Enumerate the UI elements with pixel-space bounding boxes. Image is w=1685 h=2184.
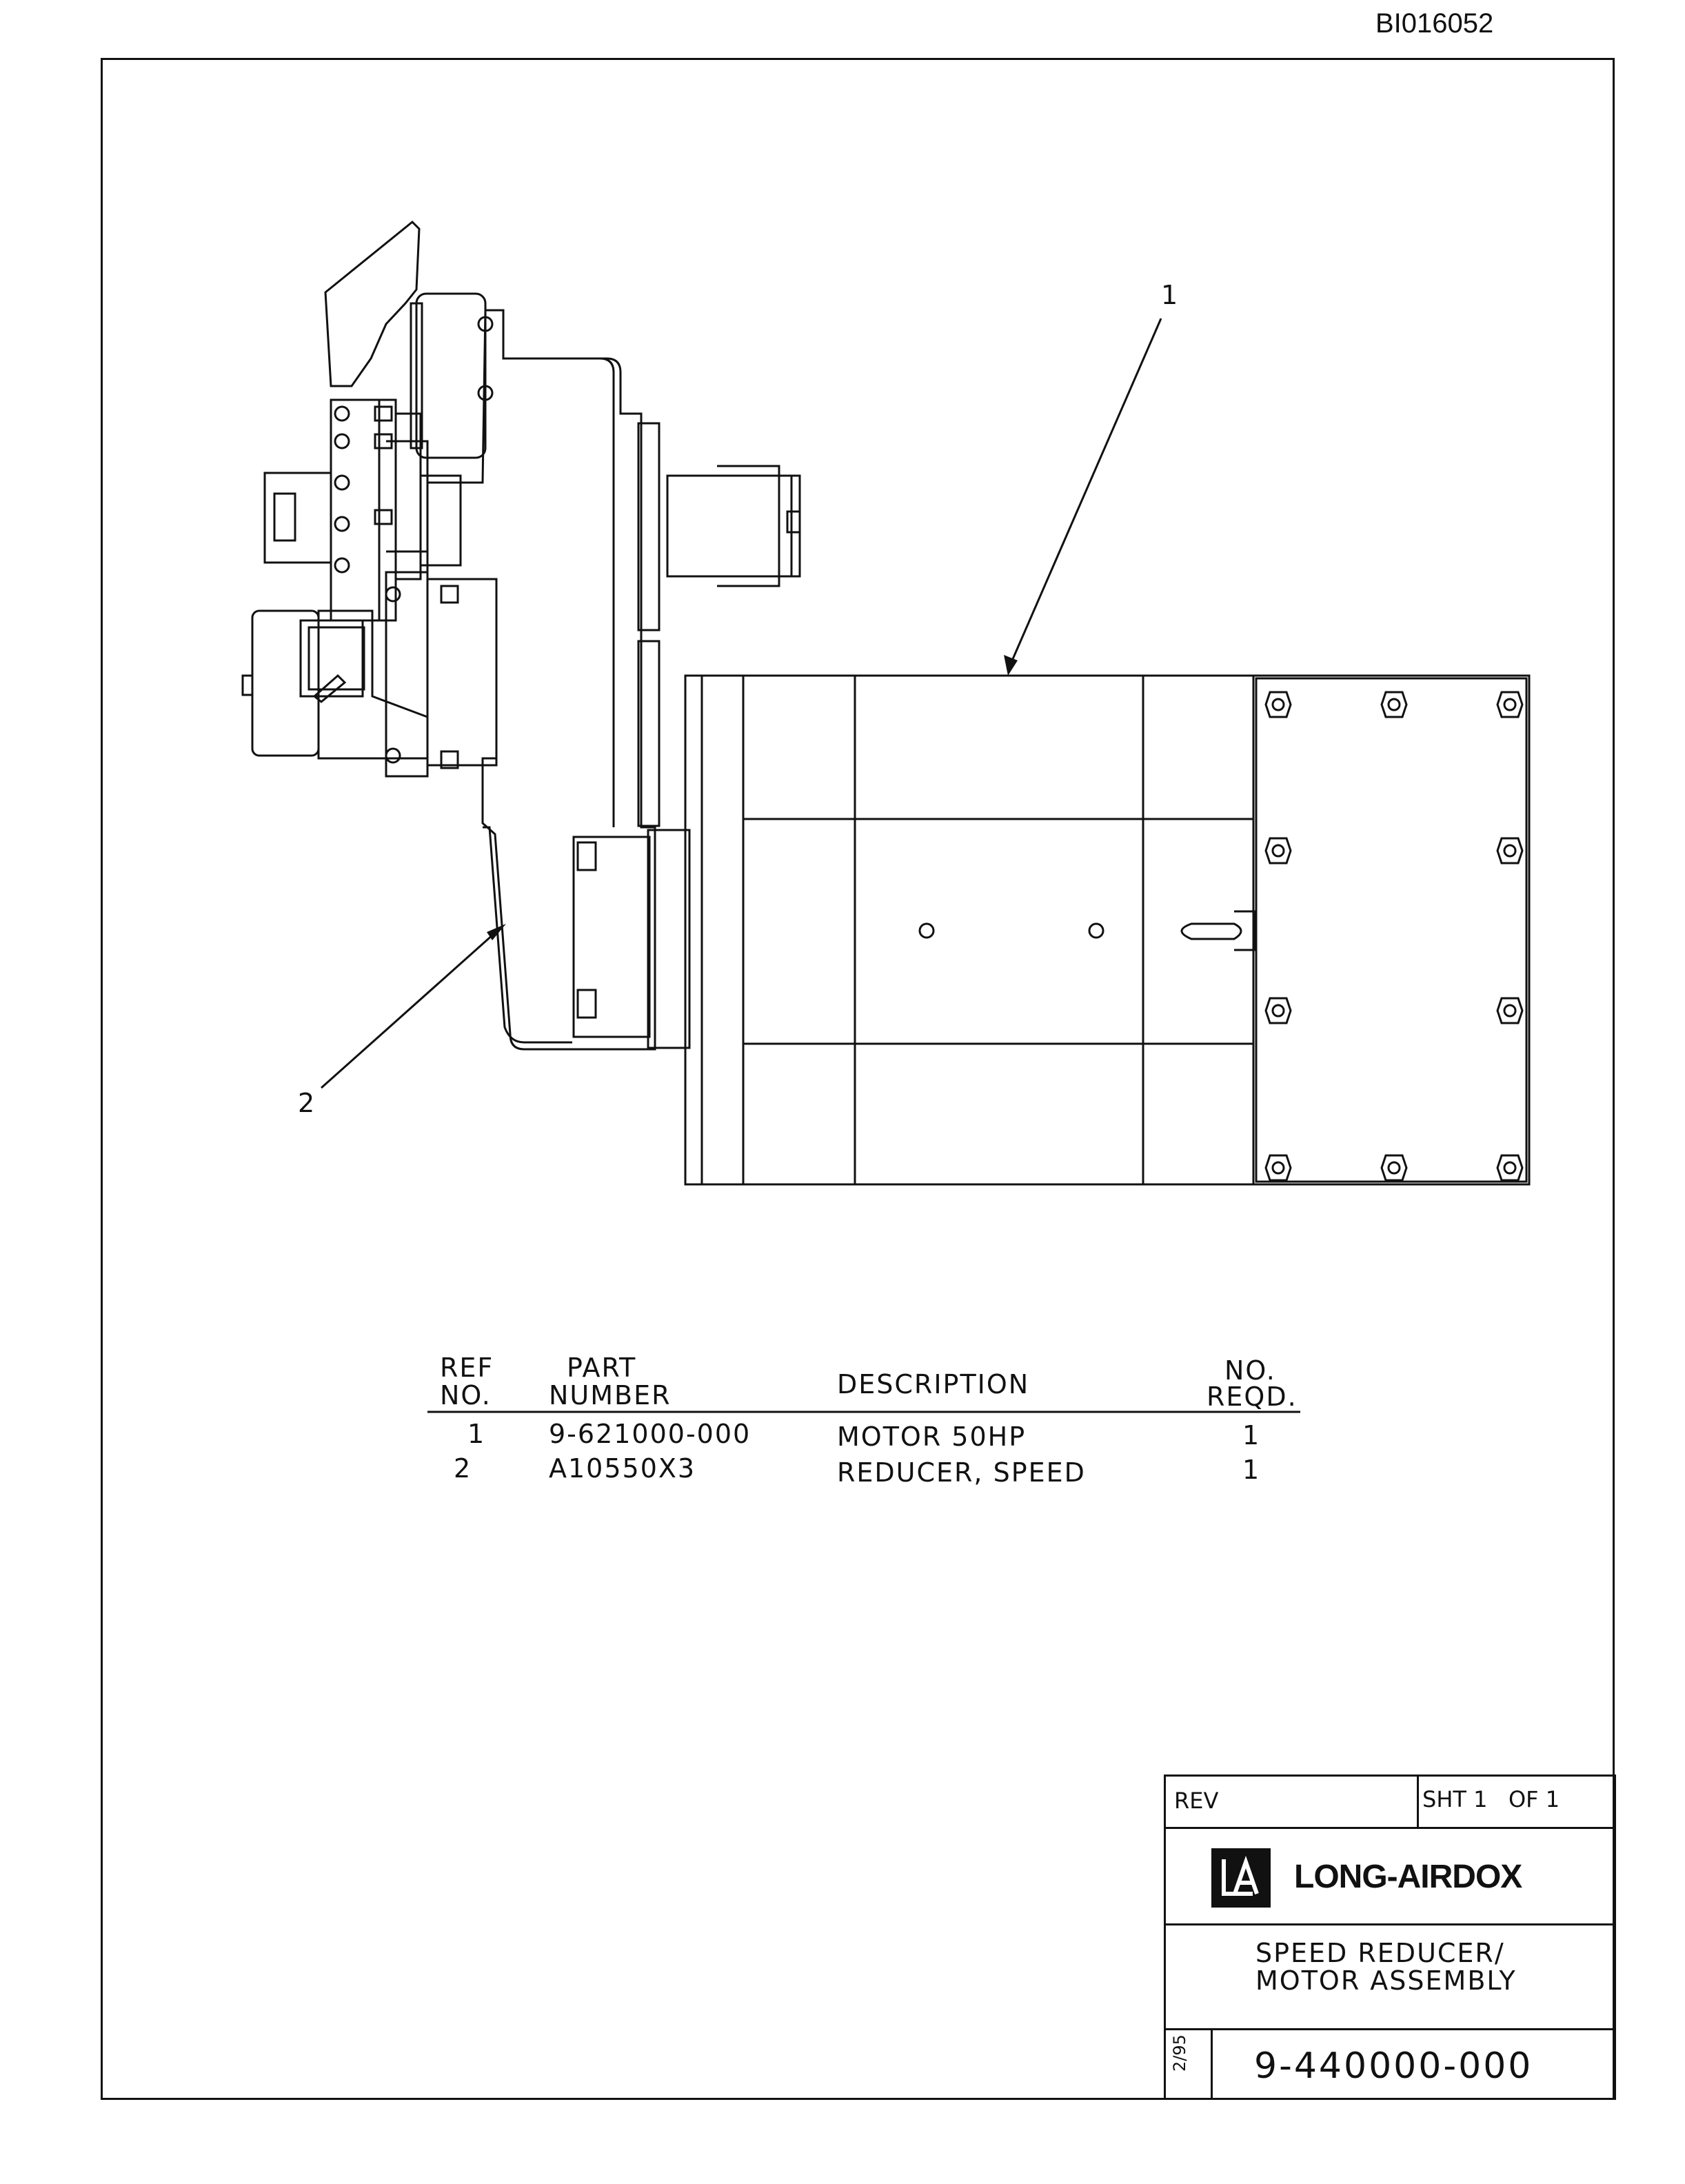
date-cell: 2/95 (1166, 2030, 1213, 2098)
title-block-number-row: 2/95 9-440000-000 (1166, 2030, 1614, 2098)
speed-reducer-illustration (241, 220, 801, 1051)
bom-description: REDUCER, SPEED (837, 1457, 1086, 1488)
bom-ref: 1 (467, 1419, 486, 1449)
bom-header-qty-2: REQD. (1207, 1382, 1298, 1412)
title-block-rev-row: REV SHT 1 OF 1 (1166, 1777, 1614, 1829)
rev-divider (1417, 1777, 1419, 1829)
terminal-box-bolts (1264, 691, 1524, 1182)
document-id: BI016052 (1375, 8, 1494, 39)
bom-part-number: 9-621000-000 (549, 1419, 751, 1449)
motor-illustration (684, 674, 1531, 1186)
callout-1: 1 (1161, 280, 1180, 310)
bom-header-part-2: NUMBER (549, 1380, 672, 1410)
bom-header-ref-1: REF (440, 1353, 494, 1383)
drawing-title-line-2: MOTOR ASSEMBLY (1255, 1965, 1517, 1996)
bom-header-qty-1: NO. (1224, 1355, 1276, 1386)
drawing-number: 9-440000-000 (1254, 2045, 1533, 2087)
bom-ref: 2 (454, 1453, 472, 1484)
company-name: LONG-AIRDOX (1294, 1859, 1522, 1895)
company-logo (1211, 1848, 1271, 1908)
bom-header-part-1: PART (567, 1353, 637, 1383)
bom-header-ref-2: NO. (440, 1380, 492, 1410)
drawing-sheet-border (101, 58, 1615, 2100)
title-block: REV SHT 1 OF 1 LONG-AIRDOX SPEED REDUCER… (1164, 1775, 1616, 2100)
callout-leaders (321, 318, 1162, 1089)
bom-header-description: DESCRIPTION (837, 1369, 1030, 1399)
callout-2: 2 (298, 1088, 316, 1118)
bom-part-number: A10550X3 (549, 1453, 696, 1484)
drawing-date: 2/95 (1170, 2034, 1189, 2072)
bom-qty: 1 (1242, 1420, 1261, 1450)
drawing-title-line-1: SPEED REDUCER/ (1255, 1938, 1505, 1968)
rev-label: REV (1174, 1788, 1219, 1814)
bom-description: MOTOR 50HP (837, 1422, 1027, 1452)
bom-qty: 1 (1242, 1455, 1261, 1485)
title-block-title-row: SPEED REDUCER/ MOTOR ASSEMBLY (1166, 1925, 1614, 2030)
sheet-label: SHT 1 OF 1 (1422, 1786, 1560, 1812)
title-block-company-row: LONG-AIRDOX (1166, 1829, 1614, 1925)
